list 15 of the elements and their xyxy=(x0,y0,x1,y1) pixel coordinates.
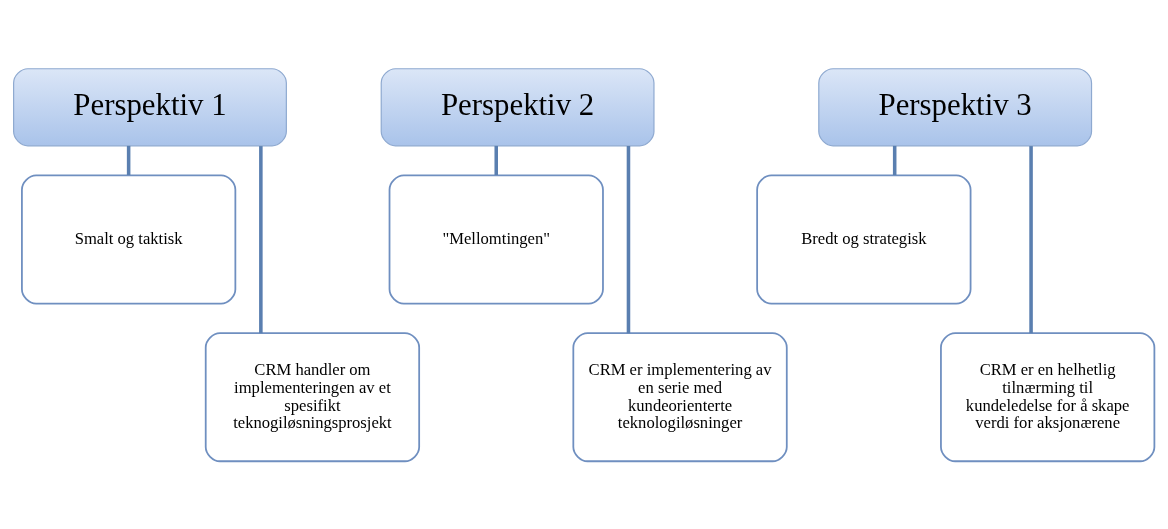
node-box: CRM handler om implementeringen av et spesifikt teknogiløsningsprosjekt xyxy=(204,331,421,462)
node-box: Perspektiv 2 xyxy=(380,67,655,146)
connector xyxy=(494,145,499,175)
node-box: Smalt og taktisk xyxy=(21,174,237,304)
connector xyxy=(626,145,631,333)
node-box: CRM er en helhetlig tilnærming til kundeledelse for å skape verdi for aksjonærene xyxy=(940,331,1156,462)
node-box: CRM er implementering av en serie med kundeorienterte teknologiløsninger xyxy=(572,331,788,462)
node-box: Perspektiv 1 xyxy=(13,67,287,146)
connector xyxy=(126,145,131,175)
connector xyxy=(892,145,897,175)
node-box: Perspektiv 3 xyxy=(818,67,1093,146)
node-box: Bredt og strategisk xyxy=(756,174,972,304)
connector xyxy=(1029,145,1033,333)
connector xyxy=(259,145,263,333)
node-box: "Mellomtingen" xyxy=(388,174,604,304)
